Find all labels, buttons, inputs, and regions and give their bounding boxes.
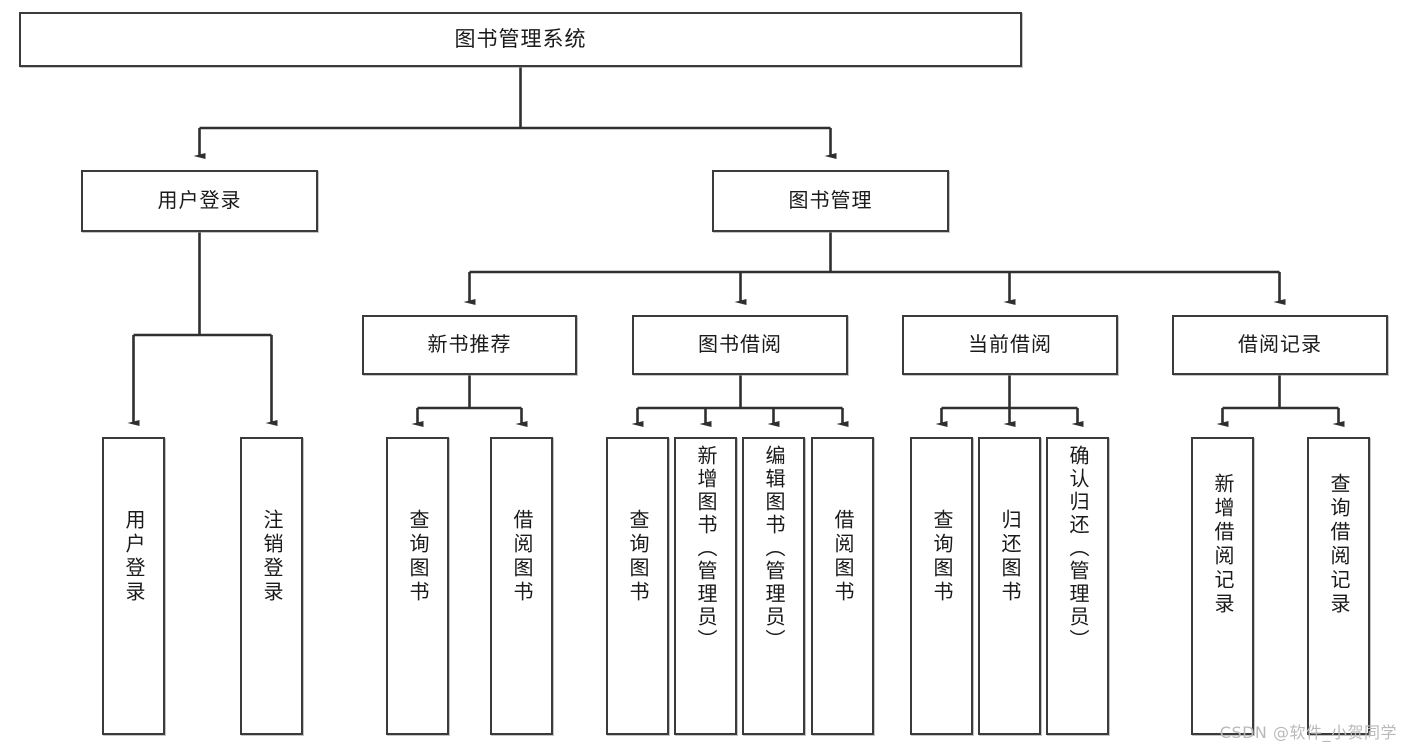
node-leaf-add-record-label: 新增借阅记录: [1211, 473, 1235, 617]
node-leaf-edit-book-label: 编辑图书（管理员）: [762, 445, 786, 652]
node-leaf-query-book-3[interactable]: 查询图书: [910, 437, 973, 735]
node-borrow-record-label: 借阅记录: [1238, 332, 1322, 357]
node-leaf-query-book-1[interactable]: 查询图书: [386, 437, 449, 735]
node-leaf-query-book-1-label: 查询图书: [406, 509, 430, 605]
node-leaf-borrow-book-1[interactable]: 借阅图书: [490, 437, 553, 735]
node-leaf-query-book-2-label: 查询图书: [626, 509, 650, 605]
node-new-book-rec-label: 新书推荐: [427, 332, 512, 357]
node-book-borrow[interactable]: 图书借阅: [632, 315, 848, 375]
node-leaf-confirm-return-label: 确认归还（管理员）: [1066, 445, 1090, 652]
node-leaf-logout-label: 注销登录: [260, 509, 284, 605]
node-leaf-query-record-label: 查询借阅记录: [1327, 473, 1351, 617]
node-leaf-return-book-label: 归还图书: [998, 509, 1022, 605]
node-new-book-rec[interactable]: 新书推荐: [362, 315, 577, 375]
node-leaf-query-book-2[interactable]: 查询图书: [606, 437, 669, 735]
node-leaf-borrow-book-2-label: 借阅图书: [831, 509, 855, 605]
node-leaf-logout[interactable]: 注销登录: [240, 437, 303, 735]
node-leaf-borrow-book-1-label: 借阅图书: [510, 509, 534, 605]
node-leaf-add-book[interactable]: 新增图书（管理员）: [674, 437, 737, 735]
node-leaf-edit-book[interactable]: 编辑图书（管理员）: [742, 437, 805, 735]
node-leaf-borrow-book-2[interactable]: 借阅图书: [811, 437, 874, 735]
node-book-manage-label: 图书管理: [788, 188, 873, 213]
node-root[interactable]: 图书管理系统: [19, 12, 1022, 67]
node-leaf-confirm-return[interactable]: 确认归还（管理员）: [1046, 437, 1109, 735]
node-leaf-user-login-label: 用户登录: [122, 509, 146, 605]
node-leaf-return-book[interactable]: 归还图书: [978, 437, 1041, 735]
node-current-borrow[interactable]: 当前借阅: [902, 315, 1118, 375]
watermark-text: CSDN @软件_小贺同学: [1219, 723, 1397, 742]
node-current-borrow-label: 当前借阅: [968, 332, 1052, 357]
node-user-login[interactable]: 用户登录: [81, 170, 318, 232]
node-root-label: 图书管理系统: [454, 27, 587, 52]
node-book-borrow-label: 图书借阅: [698, 332, 782, 357]
node-book-manage[interactable]: 图书管理: [712, 170, 949, 232]
node-borrow-record[interactable]: 借阅记录: [1172, 315, 1388, 375]
node-user-login-label: 用户登录: [157, 188, 242, 213]
node-leaf-add-record[interactable]: 新增借阅记录: [1191, 437, 1254, 735]
node-leaf-add-book-label: 新增图书（管理员）: [694, 445, 718, 652]
node-leaf-query-record[interactable]: 查询借阅记录: [1307, 437, 1370, 735]
node-leaf-query-book-3-label: 查询图书: [930, 509, 954, 605]
node-leaf-user-login[interactable]: 用户登录: [102, 437, 165, 735]
